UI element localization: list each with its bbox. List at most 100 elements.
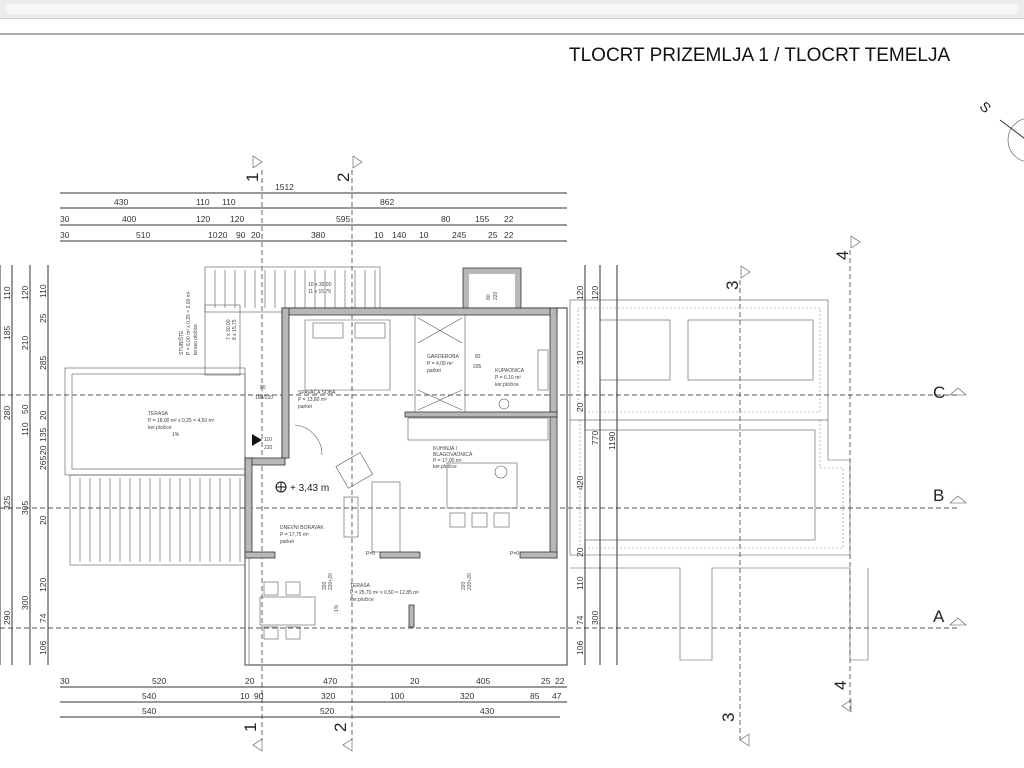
svg-text:380: 380 (311, 230, 325, 240)
dimension-label: 20 (38, 410, 48, 420)
svg-text:20: 20 (245, 676, 255, 686)
svg-text:7 x 30,00: 7 x 30,00 (226, 319, 232, 340)
dimension-label: 300 (20, 596, 30, 610)
dimension-label: 310 (575, 351, 585, 365)
axis-marker-C: C (933, 383, 967, 402)
svg-text:22: 22 (504, 230, 514, 240)
room-terrace-bottom: TERASA P = 25,70 m² x 0,50 = 12,85 m² ke… (334, 583, 419, 612)
svg-text:110: 110 (222, 197, 236, 207)
svg-text:3: 3 (719, 713, 738, 722)
svg-text:P = 13,80 m²: P = 13,80 m² (298, 397, 327, 403)
svg-text:320: 320 (461, 581, 467, 590)
dimension-label: 106 (38, 641, 48, 655)
svg-text:4: 4 (833, 251, 852, 260)
svg-text:320: 320 (321, 691, 335, 701)
svg-text:400: 400 (122, 214, 136, 224)
svg-text:A: A (933, 607, 945, 626)
svg-text:1%: 1% (334, 604, 340, 612)
svg-text:ker.pločice: ker.pločice (148, 425, 172, 431)
svg-text:20: 20 (410, 676, 420, 686)
svg-text:25: 25 (488, 230, 498, 240)
svg-text:100: 100 (390, 691, 404, 701)
axis-marker-B: B (933, 486, 967, 505)
svg-text:10 x 30,00: 10 x 30,00 (308, 282, 332, 288)
drawing-title: TLOCRT PRIZEMLJA 1 / TLOCRT TEMELJA (569, 45, 950, 66)
svg-text:120: 120 (230, 214, 244, 224)
dimension-label: 185 (2, 326, 12, 340)
svg-text:30: 30 (60, 230, 70, 240)
stair-area: P = 6,00 m² x 0,25 = 2,00 m² (186, 291, 192, 355)
foundation-plan (569, 299, 869, 661)
svg-text:B: B (933, 486, 944, 505)
svg-text:C: C (933, 383, 945, 402)
axis-marker-1-top: 1 (243, 155, 263, 182)
svg-text:parket: parket (298, 404, 313, 410)
svg-text:SPAVAĆA SOBA: SPAVAĆA SOBA (298, 389, 336, 396)
dimension-label: 135 (38, 428, 48, 442)
dimension-label: 120 (575, 286, 585, 300)
svg-text:220+20: 220+20 (467, 573, 473, 590)
svg-text:parket: parket (427, 368, 442, 374)
dimension-label: 120 (590, 286, 600, 300)
axis-marker-4-top: 4 (833, 235, 861, 260)
svg-text:25: 25 (541, 676, 551, 686)
dimension-label: 265 (38, 456, 48, 470)
svg-text:1: 1 (243, 173, 262, 182)
svg-text:P = 17,00 m²: P = 17,00 m² (433, 458, 462, 464)
svg-text:80: 80 (486, 294, 492, 300)
dimension-label: 1190 (607, 431, 617, 450)
svg-text:320: 320 (322, 581, 328, 590)
svg-text:220+20: 220+20 (328, 573, 334, 590)
dimension-label: 25 (38, 313, 48, 323)
svg-text:S: S (977, 98, 995, 116)
svg-text:1%: 1% (172, 432, 180, 438)
svg-text:ker.pločice: ker.pločice (495, 382, 519, 388)
dimension-label: 110 (38, 284, 48, 298)
svg-text:10: 10 (240, 691, 250, 701)
svg-text:155: 155 (475, 214, 489, 224)
svg-text:22: 22 (504, 214, 514, 224)
svg-text:DNEVNI BORAVAK: DNEVNI BORAVAK (280, 525, 324, 531)
svg-text:80: 80 (441, 214, 451, 224)
dimensions-left: 1101852803252901202105011030530011025285… (0, 265, 49, 665)
svg-text:P=0: P=0 (510, 551, 519, 557)
svg-text:8 x 15,75: 8 x 15,75 (232, 319, 238, 340)
svg-text:22: 22 (555, 676, 565, 686)
axis-marker-2-bottom: 2 (331, 723, 353, 752)
svg-text:2: 2 (331, 723, 350, 732)
staircase: 10 x 30,00 11 x 15,75 STUBIŠTE P = 6,00 … (178, 266, 381, 376)
svg-text:4: 4 (831, 681, 850, 690)
elevation-marker: + 3,43 m (275, 481, 329, 494)
svg-text:20: 20 (218, 230, 228, 240)
svg-text:110: 110 (264, 437, 272, 443)
dimension-label: 110 (2, 286, 12, 300)
axis-marker-2-top: 2 (334, 155, 363, 182)
svg-text:245: 245 (452, 230, 466, 240)
svg-text:10: 10 (208, 230, 218, 240)
dimension-label: 305 (20, 501, 30, 515)
svg-text:P=0: P=0 (366, 551, 375, 557)
axis-marker-4-bottom: 4 (831, 681, 852, 713)
room-bathroom: KUPAONICA P = 6,10 m² ker.pločice 80 220 (486, 291, 525, 388)
svg-text:BLAGOVAONICA: BLAGOVAONICA (433, 452, 473, 458)
address-bar (6, 4, 1018, 14)
svg-text:140: 140 (392, 230, 406, 240)
svg-text:520: 520 (320, 706, 334, 716)
svg-text:GARDEROBA: GARDEROBA (427, 354, 460, 360)
svg-text:P = 17,75 m²: P = 17,75 m² (280, 532, 309, 538)
svg-text:11 x 15,75: 11 x 15,75 (308, 289, 331, 295)
svg-text:540: 540 (142, 691, 156, 701)
svg-text:3: 3 (723, 281, 742, 290)
svg-text:1: 1 (241, 723, 260, 732)
dimension-label: 325 (2, 496, 12, 510)
dimension-label: 210 (20, 336, 30, 350)
svg-text:120: 120 (196, 214, 210, 224)
svg-text:220: 220 (493, 291, 499, 300)
svg-text:10: 10 (419, 230, 429, 240)
axis-marker-A: A (933, 607, 967, 626)
dimension-label: 120 (20, 286, 30, 300)
svg-text:540: 540 (142, 706, 156, 716)
room-kitchen-dining: KUHINJA I BLAGOVAONICA P = 17,00 m² ker.… (433, 446, 473, 470)
